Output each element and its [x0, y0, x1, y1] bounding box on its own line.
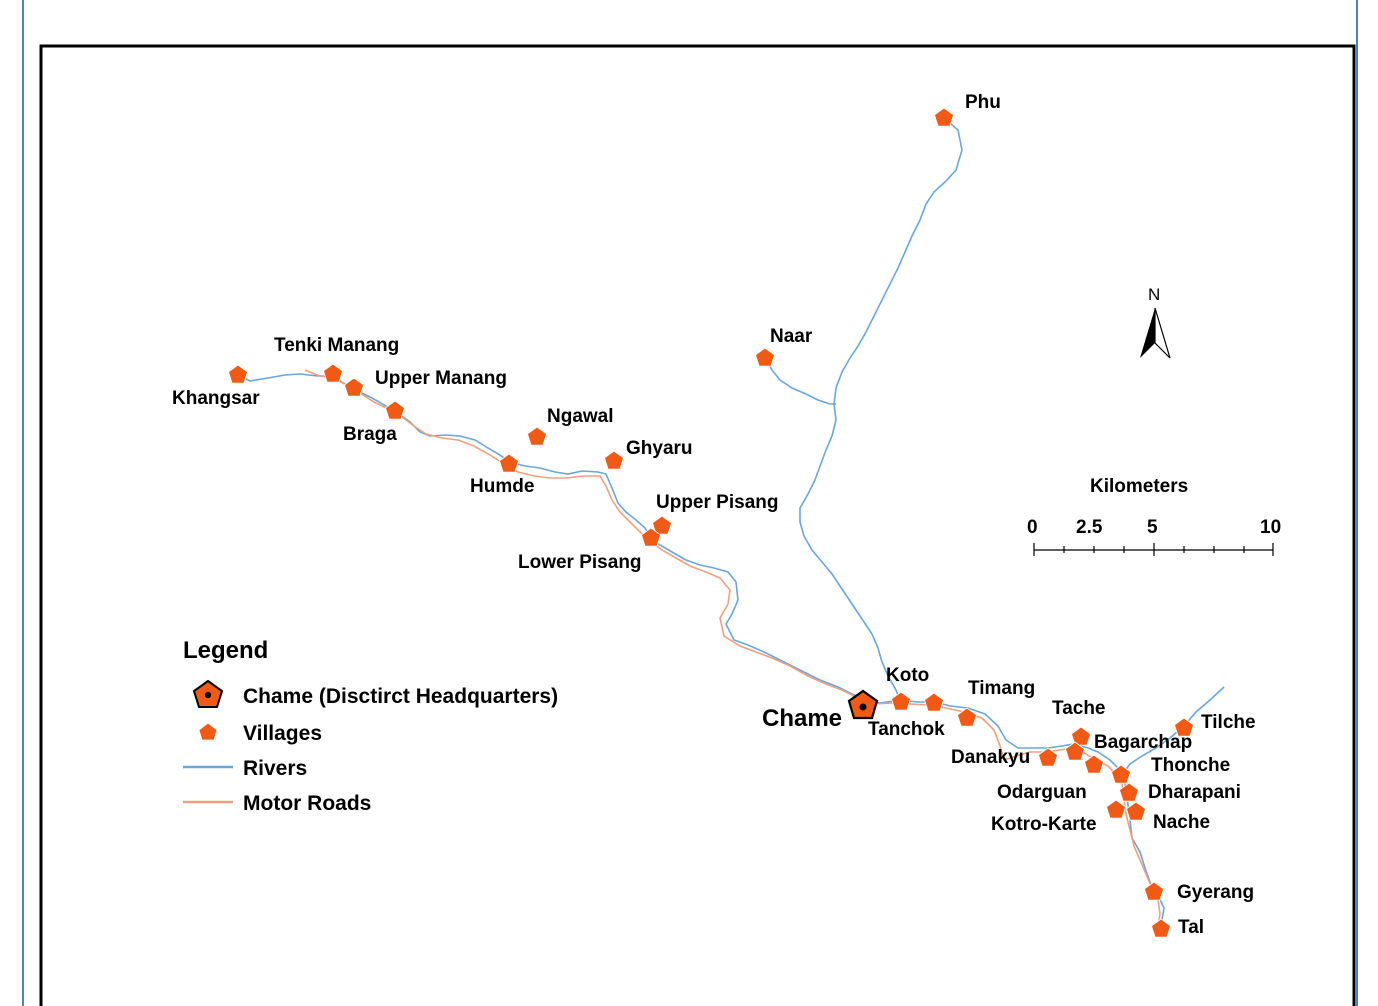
north-label: N	[1148, 285, 1160, 304]
legend-roads-label: Motor Roads	[243, 792, 371, 815]
hq-chame-marker[interactable]	[847, 689, 879, 720]
village-label-koto: Koto	[886, 665, 929, 686]
village-label-phu: Phu	[965, 92, 1001, 113]
outer-border-left	[22, 0, 24, 1006]
village-marker-upper-pisang[interactable]	[652, 515, 672, 535]
river-naar-branch	[764, 357, 836, 405]
village-label-ghyaru: Ghyaru	[626, 438, 693, 459]
legend-title: Legend	[183, 637, 268, 664]
village-marker-timang[interactable]	[957, 707, 977, 727]
village-label-danakyu: Danakyu	[951, 747, 1030, 768]
village-label-ngawal: Ngawal	[547, 406, 614, 427]
village-marker-bagarchap[interactable]	[1065, 741, 1085, 761]
legend-villages-label: Villages	[243, 722, 322, 745]
village-marker-naar[interactable]	[755, 347, 775, 367]
scale-tick-5: 5	[1147, 517, 1158, 538]
village-marker-koto[interactable]	[891, 691, 911, 711]
village-marker-kotro-karte[interactable]	[1106, 799, 1126, 819]
village-marker-lower-pisang[interactable]	[641, 527, 661, 547]
village-label-upper-manang: Upper Manang	[375, 368, 507, 389]
village-marker-thonche[interactable]	[1111, 764, 1131, 784]
river-phu-naar	[799, 117, 963, 701]
village-label-naar: Naar	[770, 326, 813, 347]
village-label-bagarchap: Bagarchap	[1094, 732, 1192, 753]
village-marker-nache[interactable]	[1126, 801, 1146, 821]
village-label-tache: Tache	[1052, 698, 1106, 719]
legend-rivers-label: Rivers	[243, 757, 307, 780]
village-marker-tal[interactable]	[1151, 918, 1171, 938]
river-tilche-branch	[1123, 686, 1225, 773]
legend-hq-pentagon-icon	[192, 679, 224, 708]
village-label-nache: Nache	[1153, 812, 1210, 833]
road-main	[304, 369, 1161, 927]
village-label-lower-pisang: Lower Pisang	[518, 552, 642, 573]
village-marker-dharapani[interactable]	[1119, 782, 1139, 802]
hq-chame-label: Chame	[762, 705, 842, 732]
village-label-timang: Timang	[968, 678, 1035, 699]
village-marker-odarguan[interactable]	[1084, 754, 1104, 774]
scale-tick-10: 10	[1260, 517, 1281, 538]
village-marker-tenki-manang[interactable]	[323, 363, 343, 383]
village-marker-phu[interactable]	[934, 107, 954, 127]
village-marker-upper-manang[interactable]	[344, 377, 364, 397]
legend-hq-label: Chame (Disctirct Headquarters)	[243, 685, 558, 708]
village-label-tilche: Tilche	[1201, 712, 1256, 733]
scale-tick-0: 0	[1027, 517, 1038, 538]
map-frame	[39, 44, 1356, 1006]
village-label-humde: Humde	[470, 476, 534, 497]
outer-border-right	[1356, 0, 1358, 1006]
village-marker-danakyu[interactable]	[1038, 747, 1058, 767]
village-label-odarguan: Odarguan	[997, 782, 1087, 803]
village-label-tanchok: Tanchok	[868, 719, 945, 740]
village-marker-tanchok[interactable]	[924, 692, 944, 712]
village-label-braga: Braga	[343, 424, 397, 445]
villages-layer	[228, 107, 1194, 938]
scale-tick-2-5: 2.5	[1076, 517, 1103, 538]
roads-layer	[304, 369, 1161, 927]
village-marker-ghyaru[interactable]	[604, 450, 624, 470]
scale-title: Kilometers	[1090, 476, 1188, 497]
village-marker-gyerang[interactable]	[1144, 881, 1164, 901]
village-marker-humde[interactable]	[499, 453, 519, 473]
village-label-khangsar: Khangsar	[172, 388, 260, 409]
scale-bar: Kilometers 0 2.5 5 10	[1027, 476, 1281, 556]
village-marker-tache[interactable]	[1071, 726, 1091, 746]
village-marker-ngawal[interactable]	[527, 426, 547, 446]
village-label-upper-pisang: Upper Pisang	[656, 492, 778, 513]
village-label-thonche: Thonche	[1151, 755, 1230, 776]
legend-village-pentagon-icon	[198, 722, 218, 741]
north-arrow-icon: N	[1140, 285, 1171, 359]
village-label-tenki-manang: Tenki Manang	[274, 335, 399, 356]
village-label-dharapani: Dharapani	[1148, 782, 1241, 803]
village-label-kotro-karte: Kotro-Karte	[991, 814, 1097, 835]
village-marker-tilche[interactable]	[1174, 717, 1194, 737]
village-label-tal: Tal	[1178, 917, 1204, 938]
village-marker-khangsar[interactable]	[228, 364, 248, 384]
village-marker-braga[interactable]	[385, 400, 405, 420]
legend: Legend Chame (Disctirct Headquarters) Vi…	[183, 637, 558, 815]
village-label-gyerang: Gyerang	[1177, 882, 1254, 903]
